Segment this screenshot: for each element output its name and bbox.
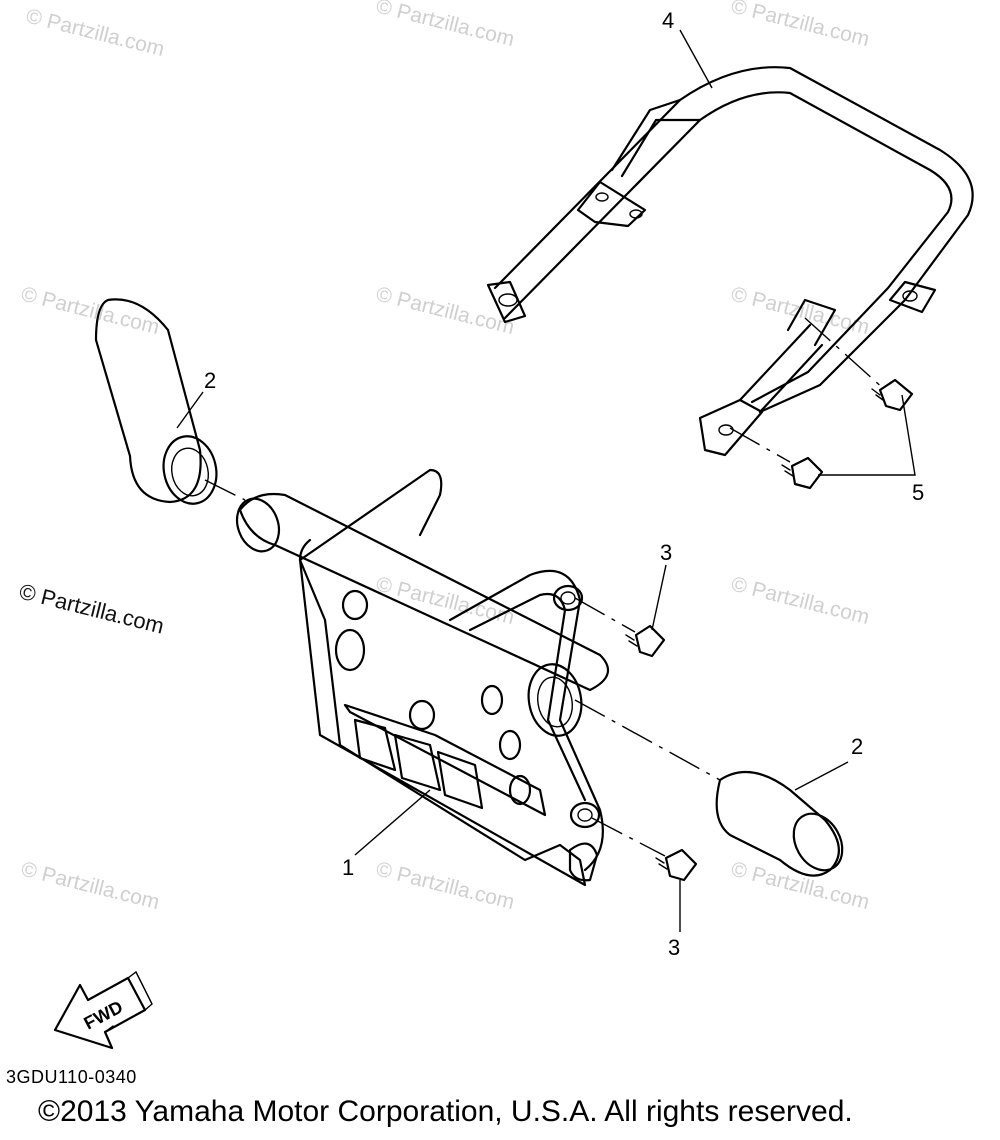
part-3-bolt-upper (574, 597, 666, 658)
fwd-arrow-icon: FWD (53, 970, 153, 1050)
watermark: © Partzilla.com (729, 283, 872, 340)
part-2-cap-left (94, 298, 246, 505)
part-5-bolt-upper (804, 317, 914, 412)
part-4-grab-bar (486, 66, 974, 457)
watermark-grid: © Partzilla.com © Partzilla.com © Partzi… (17, 0, 872, 914)
callout-2-left: 2 (204, 368, 216, 393)
copyright-notice: ©2013 Yamaha Motor Corporation, U.S.A. A… (38, 1095, 853, 1128)
part-1-front-guard (235, 468, 610, 887)
watermark-prominent: © Partzilla.com (17, 579, 167, 639)
callout-1: 1 (342, 855, 354, 880)
watermark: © Partzilla.com (374, 858, 517, 915)
watermark: © Partzilla.com (19, 283, 162, 340)
callout-4: 4 (662, 8, 674, 33)
callout-3-bottom: 3 (668, 935, 680, 960)
watermark: © Partzilla.com (729, 0, 872, 51)
leader-lines (176, 29, 916, 932)
part-3-bolt-lower (591, 817, 698, 882)
diagram-code: 3GDU110-0340 (6, 1067, 137, 1087)
watermark: © Partzilla.com (19, 858, 162, 915)
callout-5: 5 (912, 480, 924, 505)
watermark: © Partzilla.com (374, 283, 517, 340)
fwd-label: FWD (80, 997, 126, 1034)
watermark: © Partzilla.com (374, 0, 517, 51)
watermark: © Partzilla.com (24, 5, 167, 62)
watermark: © Partzilla.com (729, 573, 872, 630)
callout-numbers: 4 2 3 2 1 3 5 (204, 8, 924, 960)
part-2-cap-right (574, 699, 844, 877)
part-5-bolt-lower (729, 427, 824, 490)
callout-2-right: 2 (851, 734, 863, 759)
watermark: © Partzilla.com (729, 858, 872, 915)
callout-3-top: 3 (660, 540, 672, 565)
